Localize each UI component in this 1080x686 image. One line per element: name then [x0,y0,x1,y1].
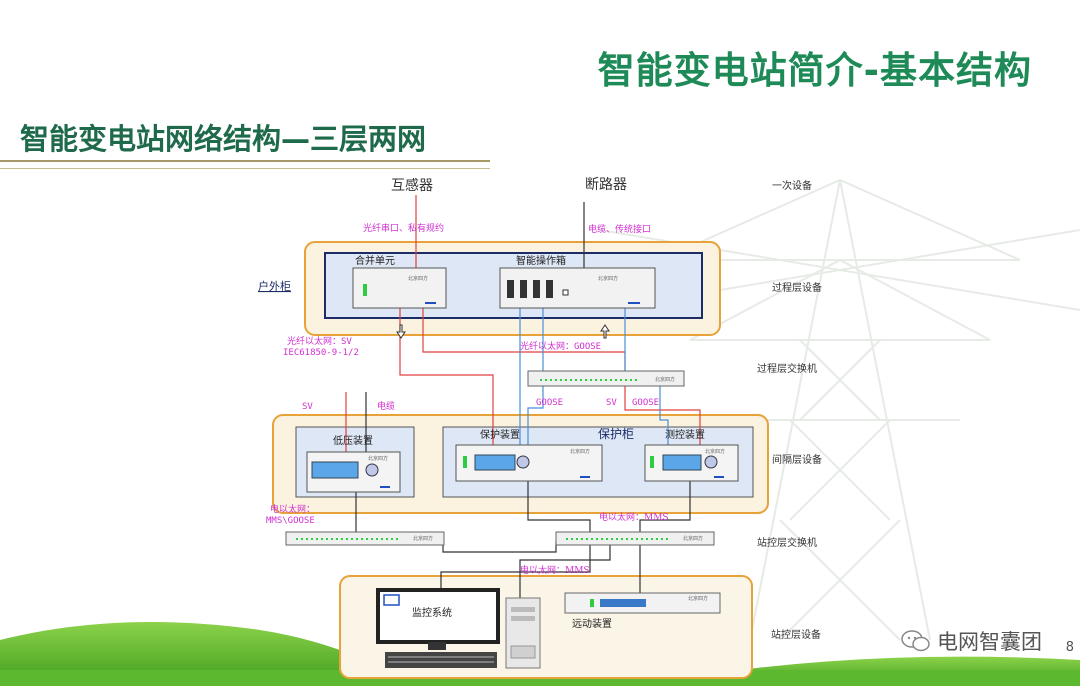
smart-op-box-device [499,267,656,309]
station-switch-left [285,531,445,546]
conn-cable: 电缆 [377,400,395,412]
conn-sv-2: SV [302,402,313,412]
label-low-voltage: 低压装置 [333,434,373,447]
wechat-icon [901,630,930,652]
brand-telecontrol: 北京四方 [688,595,708,602]
up-arrow-icon [600,324,610,339]
layer-station: 站控层设备 [771,628,821,641]
label-outdoor-cabinet: 户外柜 [258,279,291,293]
telecontrol-device [564,592,721,614]
brand-opbox: 北京四方 [598,275,618,282]
layer-process-switch: 过程层交换机 [757,362,817,375]
label-measure-control: 测控装置 [665,428,705,441]
conn-sv-1: SV [606,398,617,408]
conn-cable-traditional: 电缆、传统接口 [588,223,651,235]
layer-primary: 一次设备 [772,179,812,192]
wire-sv-measure [624,385,701,450]
label-ct: 互感器 [391,177,433,194]
brand-measure: 北京四方 [705,448,725,455]
layer-station-switch: 站控层交换机 [757,536,817,549]
conn-fiber-sv: 光纤以太网：SV [287,335,352,347]
process-layer-switch [527,370,685,387]
station-switch-right [555,531,715,546]
conn-goose-2: GOOSE [632,398,659,408]
wire-goose-measure [659,385,669,450]
layer-process: 过程层设备 [772,281,822,294]
label-breaker: 断路器 [585,177,627,193]
merging-unit-device [352,267,447,309]
brand-process-switch: 北京四方 [655,376,675,383]
conn-eth-mms-1: 电以太网：MMS [599,511,669,523]
grass-footer-decoration [0,622,1080,686]
page-title: 智能变电站简介-基本结构 [597,49,1032,92]
label-telecontrol: 远动装置 [572,617,612,630]
protection-device [455,444,603,482]
brand-merging: 北京四方 [408,275,428,282]
wire-protection-station-switch [527,480,591,533]
section-subtitle: 智能变电站网络结构—三层两网 [20,122,427,156]
conn-fiber-goose: 光纤以太网：GOOSE [520,340,601,352]
subtitle-underline [0,160,490,169]
wire-goose-switch-protection [527,385,544,452]
brand-protection: 北京四方 [570,448,590,455]
low-voltage-device [306,451,401,493]
conn-eth-mms-2: 电以太网：MMS [520,564,590,576]
footer-brand-text: 电网智囊团 [937,630,1042,654]
conn-goose-1: GOOSE [536,398,563,408]
conn-eth-1: 电以太网： [270,503,315,515]
label-monitor-system: 监控系统 [412,606,452,619]
footer-brand: 电网智囊团 [901,626,1042,656]
page-number: 8 [1065,640,1074,655]
label-merging-unit: 合并单元 [355,254,395,267]
measure-control-device [644,444,739,482]
wire-sv-protection [399,305,494,452]
brand-switch-left: 北京四方 [413,535,433,542]
brand-lowv: 北京四方 [368,455,388,462]
monitor-workstation [376,588,500,668]
wire-switch-monitor [440,545,591,595]
layer-bay: 间隔层设备 [772,453,822,466]
conn-mms-goose: MMS\GOOSE [266,516,315,526]
brand-switch-right: 北京四方 [683,535,703,542]
conn-iec: IEC61850-9-1/2 [283,348,359,358]
server-tower [505,597,541,669]
label-smart-op-box: 智能操作箱 [516,254,566,267]
label-protection-device: 保护装置 [480,428,520,441]
wire-measure-station-switch [639,480,691,533]
wire-switch-link [442,541,557,553]
wire-switch-server [519,545,611,598]
conn-fiber-private: 光纤串口、私有规约 [363,222,444,234]
down-arrow-icon [396,324,406,339]
label-protection-cabinet: 保护柜 [598,427,634,441]
